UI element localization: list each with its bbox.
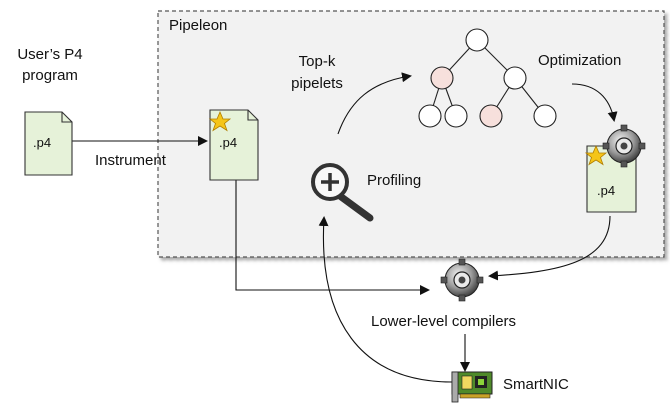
arrow-optimization <box>571 83 618 122</box>
tree-node <box>503 66 527 90</box>
smartnic-card-icon <box>451 371 493 403</box>
instrumented-file-ext: .p4 <box>219 135 238 150</box>
arrow-to-compiler <box>235 180 430 295</box>
optimized-file-ext: .p4 <box>597 183 616 198</box>
input-label-line2: program <box>22 67 78 84</box>
input-file-ext: .p4 <box>33 135 52 150</box>
arrow-topk <box>337 72 412 135</box>
tree-node-root <box>465 28 489 52</box>
step-profiling: Profiling <box>367 172 422 189</box>
tree-node <box>418 104 442 128</box>
arrow-feedback <box>318 216 453 383</box>
step-compilers: Lower-level compilers <box>371 313 517 330</box>
flow-arrows <box>72 72 618 383</box>
input-p4-file-icon <box>24 111 73 176</box>
pipelet-tree <box>418 28 557 128</box>
tree-node <box>444 104 468 128</box>
step-topk-line2: pipelets <box>291 75 343 92</box>
step-optimization: Optimization <box>538 52 622 69</box>
gear-icon <box>440 258 484 302</box>
tree-node-selected <box>479 104 503 128</box>
star-icon <box>584 144 608 166</box>
step-topk-line1: Top-k <box>298 53 336 70</box>
magnifier-plus-icon <box>311 163 374 222</box>
star-icon <box>208 110 232 132</box>
tree-node <box>533 104 557 128</box>
arrow-optimized-to-compiler <box>488 215 611 281</box>
gear-icon <box>602 124 646 168</box>
step-smartnic: SmartNIC <box>503 376 569 393</box>
step-instrument: Instrument <box>95 152 166 169</box>
panel-title: Pipeleon <box>169 17 228 34</box>
input-label-line1: User’s P4 <box>17 46 83 63</box>
tree-node-selected <box>430 66 454 90</box>
